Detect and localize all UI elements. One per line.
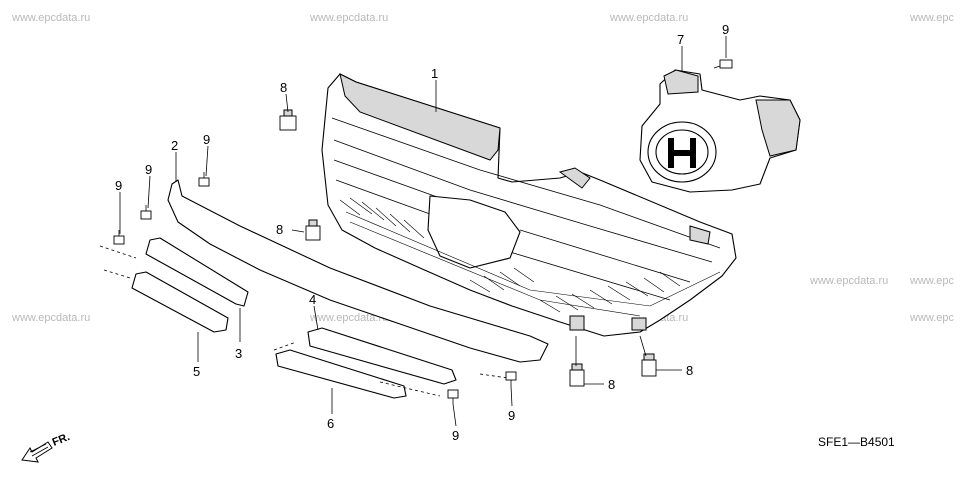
watermark: www.epcdata.ru <box>809 275 888 287</box>
watermark: www.epcdata.ru <box>309 12 388 24</box>
watermark: www.epc <box>909 275 955 287</box>
watermark: www.epc <box>909 312 955 324</box>
callout-9: 9 <box>145 162 152 177</box>
screw-9b <box>140 205 152 220</box>
direction-label: FR. <box>51 431 72 449</box>
callout-4: 4 <box>309 292 316 307</box>
callout-9: 9 <box>508 408 515 423</box>
garnish-strip-5 <box>131 271 229 333</box>
watermark: www.epcdata.ru <box>609 12 688 24</box>
lower-molding <box>167 179 549 363</box>
callout-9: 9 <box>203 132 210 147</box>
callout-7: 7 <box>677 32 684 47</box>
callout-8: 8 <box>608 377 615 392</box>
front-direction-arrow: FR. <box>21 431 72 463</box>
watermark: www.epc <box>909 12 955 24</box>
screw-9c <box>198 172 210 187</box>
callout-6: 6 <box>327 416 334 431</box>
clip-8c <box>569 363 585 387</box>
callout-8: 8 <box>686 363 693 378</box>
clip-8b <box>305 219 321 241</box>
callout-9: 9 <box>722 22 729 37</box>
callout-2: 2 <box>171 138 178 153</box>
screw-9f <box>505 371 517 386</box>
callout-9: 9 <box>452 428 459 443</box>
callout-9: 9 <box>115 178 122 193</box>
garnish-strip-6 <box>275 349 407 399</box>
diagram-code: SFE1—B4501 <box>818 435 895 449</box>
watermark: www.epcdata.ru <box>11 312 90 324</box>
callout-8: 8 <box>276 222 283 237</box>
screw-9a <box>113 230 125 245</box>
callout-1: 1 <box>431 66 438 81</box>
callout-5: 5 <box>193 364 200 379</box>
garnish-strip-4 <box>307 327 457 385</box>
callout-8: 8 <box>280 80 287 95</box>
callout-3: 3 <box>235 346 242 361</box>
clip-8d <box>641 353 657 377</box>
watermark: www.epcdata.ru <box>309 312 388 324</box>
clip-8a <box>279 109 297 131</box>
front-grille-assembly <box>321 73 737 337</box>
garnish-strip-3 <box>145 237 249 307</box>
screw-9e <box>447 389 459 404</box>
screw-9d <box>713 59 733 69</box>
emblem-bracket-assembly <box>639 69 801 193</box>
watermark: www.epcdata.ru <box>11 12 90 24</box>
